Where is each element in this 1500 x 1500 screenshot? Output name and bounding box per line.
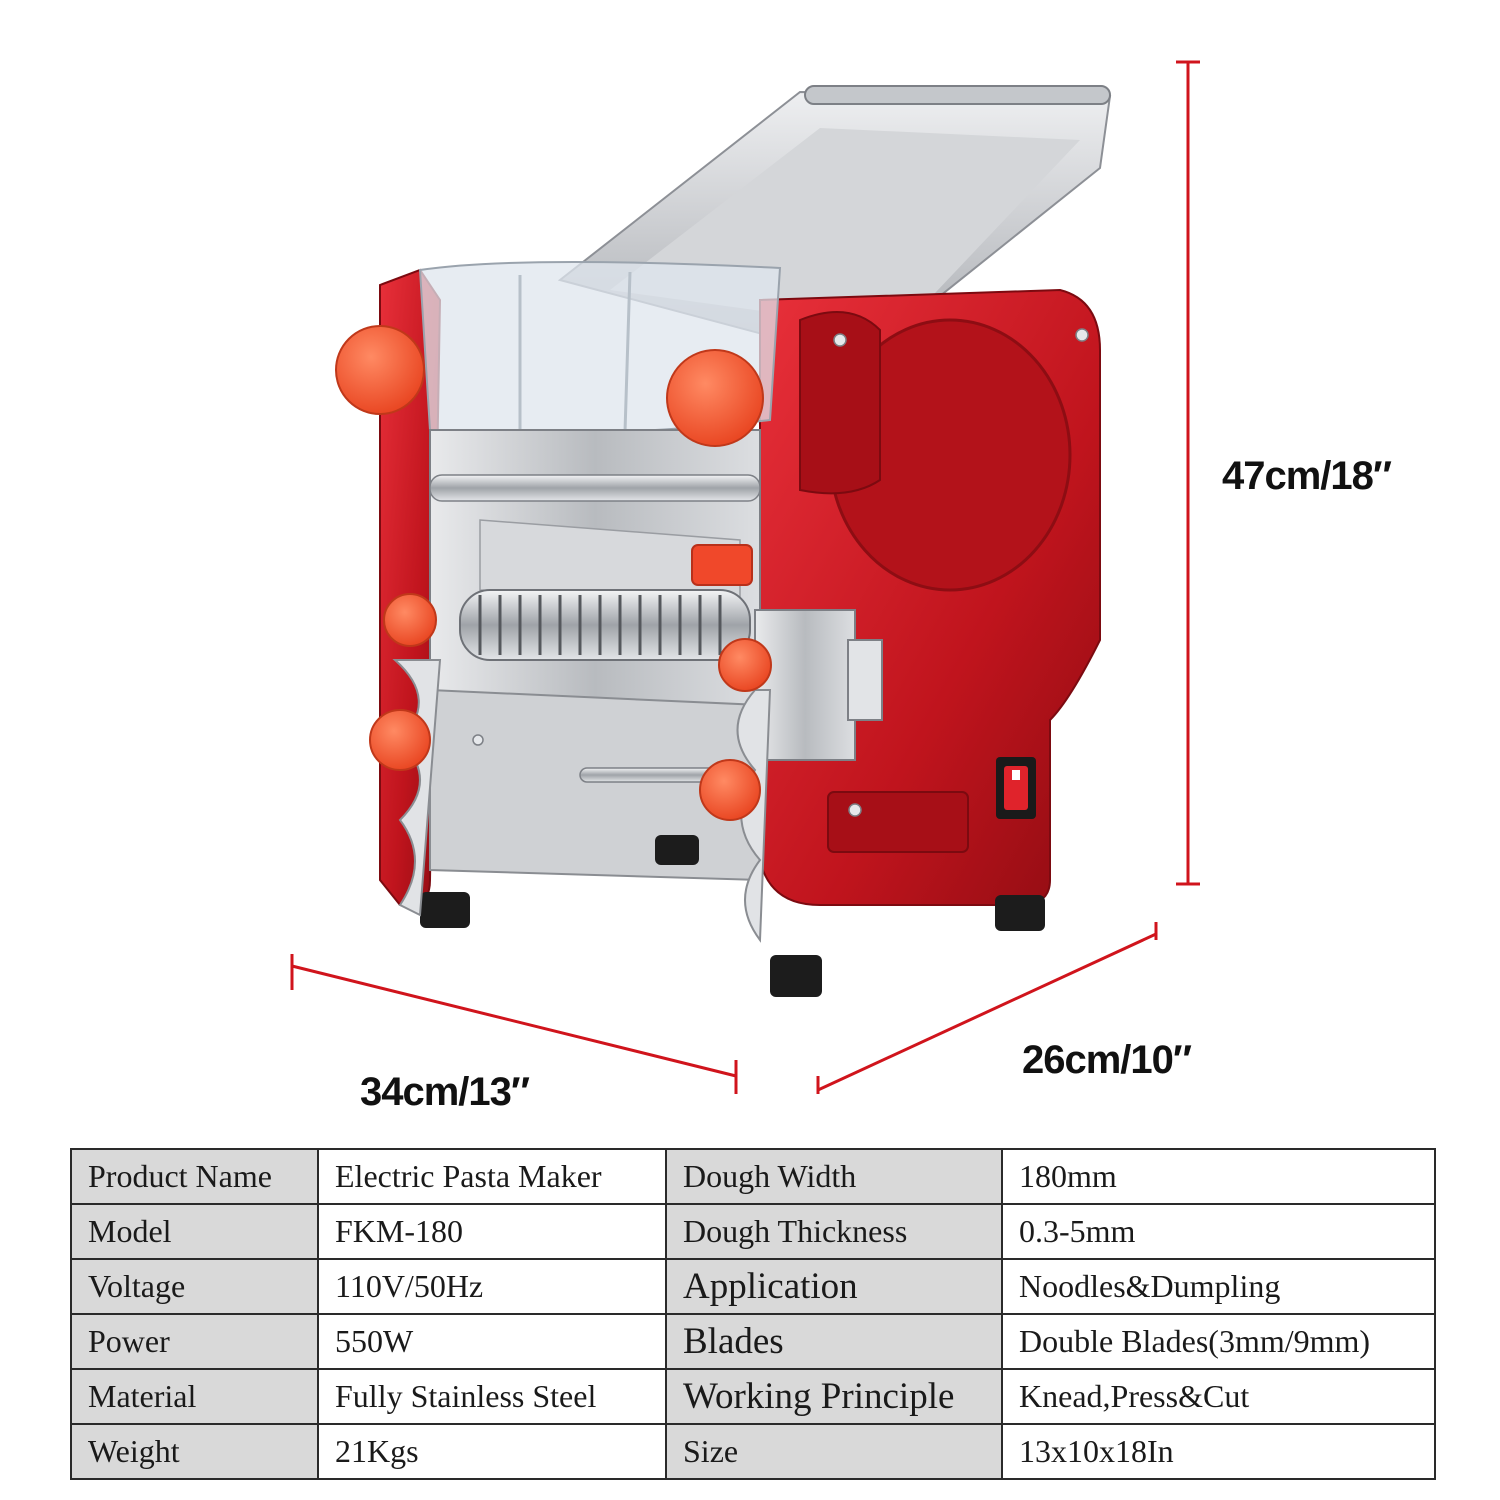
spec-label: Weight <box>70 1423 319 1480</box>
spec-value: 550W <box>317 1313 667 1370</box>
table-row: Material Fully Stainless Steel Working P… <box>70 1368 1436 1425</box>
spec-value: 180mm <box>1001 1148 1436 1205</box>
spec-value: FKM-180 <box>317 1203 667 1260</box>
spec-label: Voltage <box>70 1258 319 1315</box>
pasta-maker-illustration <box>335 85 1112 997</box>
product-illustration <box>290 60 1200 1094</box>
spec-label: Application <box>665 1258 1003 1315</box>
width-dimension-label: 34cm/13″ <box>360 1070 530 1114</box>
spec-label: Product Name <box>70 1148 319 1205</box>
spec-value: 110V/50Hz <box>317 1258 667 1315</box>
spec-value: Knead,Press&Cut <box>1001 1368 1436 1425</box>
spec-value: Double Blades(3mm/9mm) <box>1001 1313 1436 1370</box>
spec-value: Noodles&Dumpling <box>1001 1258 1436 1315</box>
table-row: Power 550W Blades Double Blades(3mm/9mm) <box>70 1313 1436 1370</box>
table-row: Product Name Electric Pasta Maker Dough … <box>70 1148 1436 1205</box>
table-row: Model FKM-180 Dough Thickness 0.3-5mm <box>70 1203 1436 1260</box>
height-dimension-line <box>1176 60 1200 886</box>
spec-label: Dough Thickness <box>665 1203 1003 1260</box>
depth-dimension-label: 26cm/10″ <box>1022 1038 1192 1082</box>
power-switch-icon <box>996 757 1036 819</box>
width-dimension-line <box>290 954 738 1094</box>
flower-knob-icon <box>335 325 772 821</box>
spec-label: Size <box>665 1423 1003 1480</box>
spec-value: Fully Stainless Steel <box>317 1368 667 1425</box>
spec-label: Material <box>70 1368 319 1425</box>
specification-table: Product Name Electric Pasta Maker Dough … <box>70 1148 1436 1480</box>
depth-dimension-line <box>816 922 1158 1094</box>
spec-label: Dough Width <box>665 1148 1003 1205</box>
height-dimension-label: 47cm/18″ <box>1222 454 1392 498</box>
spec-label: Blades <box>665 1313 1003 1370</box>
spec-value: Electric Pasta Maker <box>317 1148 667 1205</box>
spec-value: 13x10x18In <box>1001 1423 1436 1480</box>
spec-value: 21Kgs <box>317 1423 667 1480</box>
table-row: Voltage 110V/50Hz Application Noodles&Du… <box>70 1258 1436 1315</box>
spec-label: Power <box>70 1313 319 1370</box>
table-row: Weight 21Kgs Size 13x10x18In <box>70 1423 1436 1480</box>
spec-value: 0.3-5mm <box>1001 1203 1436 1260</box>
spec-label: Model <box>70 1203 319 1260</box>
spec-label: Working Principle <box>665 1368 1003 1425</box>
